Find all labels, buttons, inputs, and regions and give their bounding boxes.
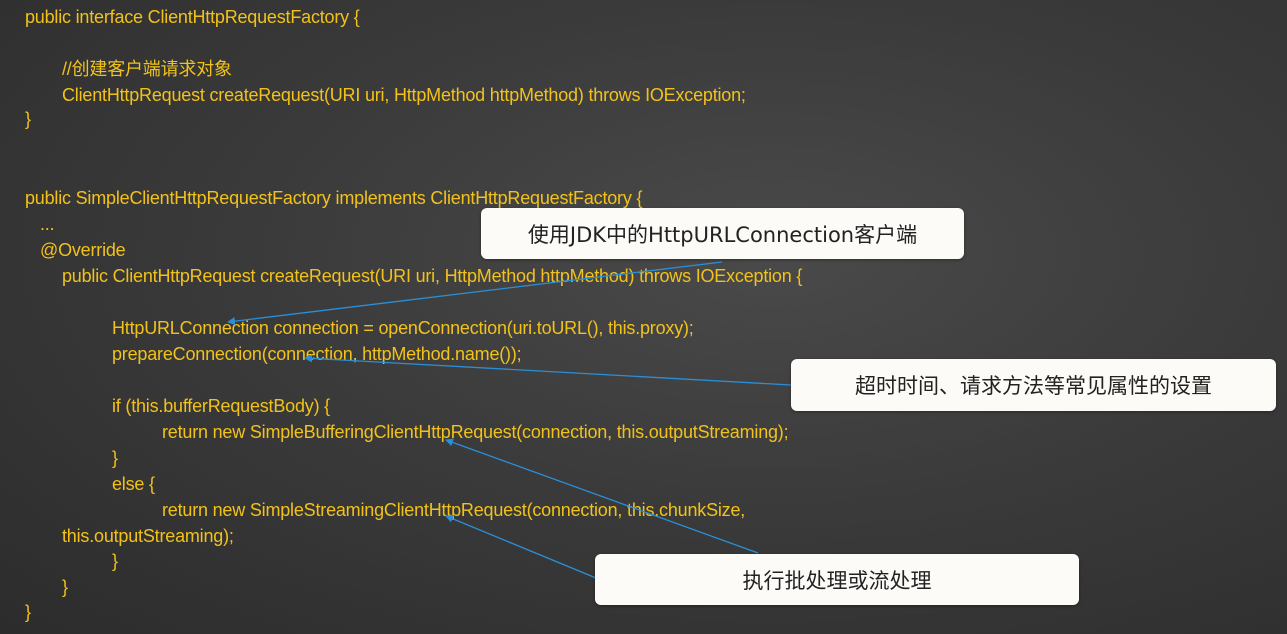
callout-jdk: 使用JDK中的HttpURLConnection客户端	[481, 208, 964, 259]
code-line: return new SimpleBufferingClientHttpRequ…	[162, 422, 789, 442]
code-line: }	[112, 551, 118, 571]
code-line: if (this.bufferRequestBody) {	[112, 396, 330, 416]
code-line: public SimpleClientHttpRequestFactory im…	[25, 188, 643, 208]
code-line: HttpURLConnection connection = openConne…	[112, 318, 694, 338]
code-line: else {	[112, 474, 155, 494]
code-line: public interface ClientHttpRequestFactor…	[25, 7, 360, 27]
code-line: return new SimpleStreamingClientHttpRequ…	[162, 500, 746, 520]
code-line: ClientHttpRequest createRequest(URI uri,…	[62, 85, 746, 105]
code-line: this.outputStreaming);	[62, 526, 234, 546]
code-line: }	[25, 109, 31, 129]
callout-batch-text: 执行批处理或流处理	[742, 568, 932, 593]
code-annotation: @Override	[40, 240, 126, 260]
code-line: prepareConnection(connection, httpMethod…	[112, 344, 522, 364]
arrow-to-streaming	[445, 514, 597, 579]
code-line: }	[112, 448, 118, 468]
callout-batch: 执行批处理或流处理	[595, 554, 1079, 605]
callout-timeout-text: 超时时间、请求方法等常见属性的设置	[855, 374, 1212, 398]
code-comment: //创建客户端请求对象	[62, 59, 232, 79]
callout-timeout: 超时时间、请求方法等常见属性的设置	[791, 359, 1276, 411]
code-line: ...	[40, 214, 55, 234]
code-line: }	[25, 602, 31, 622]
code-line: public ClientHttpRequest createRequest(U…	[62, 266, 803, 286]
callout-jdk-text: 使用JDK中的HttpURLConnection客户端	[527, 222, 918, 247]
code-line: }	[62, 577, 68, 597]
